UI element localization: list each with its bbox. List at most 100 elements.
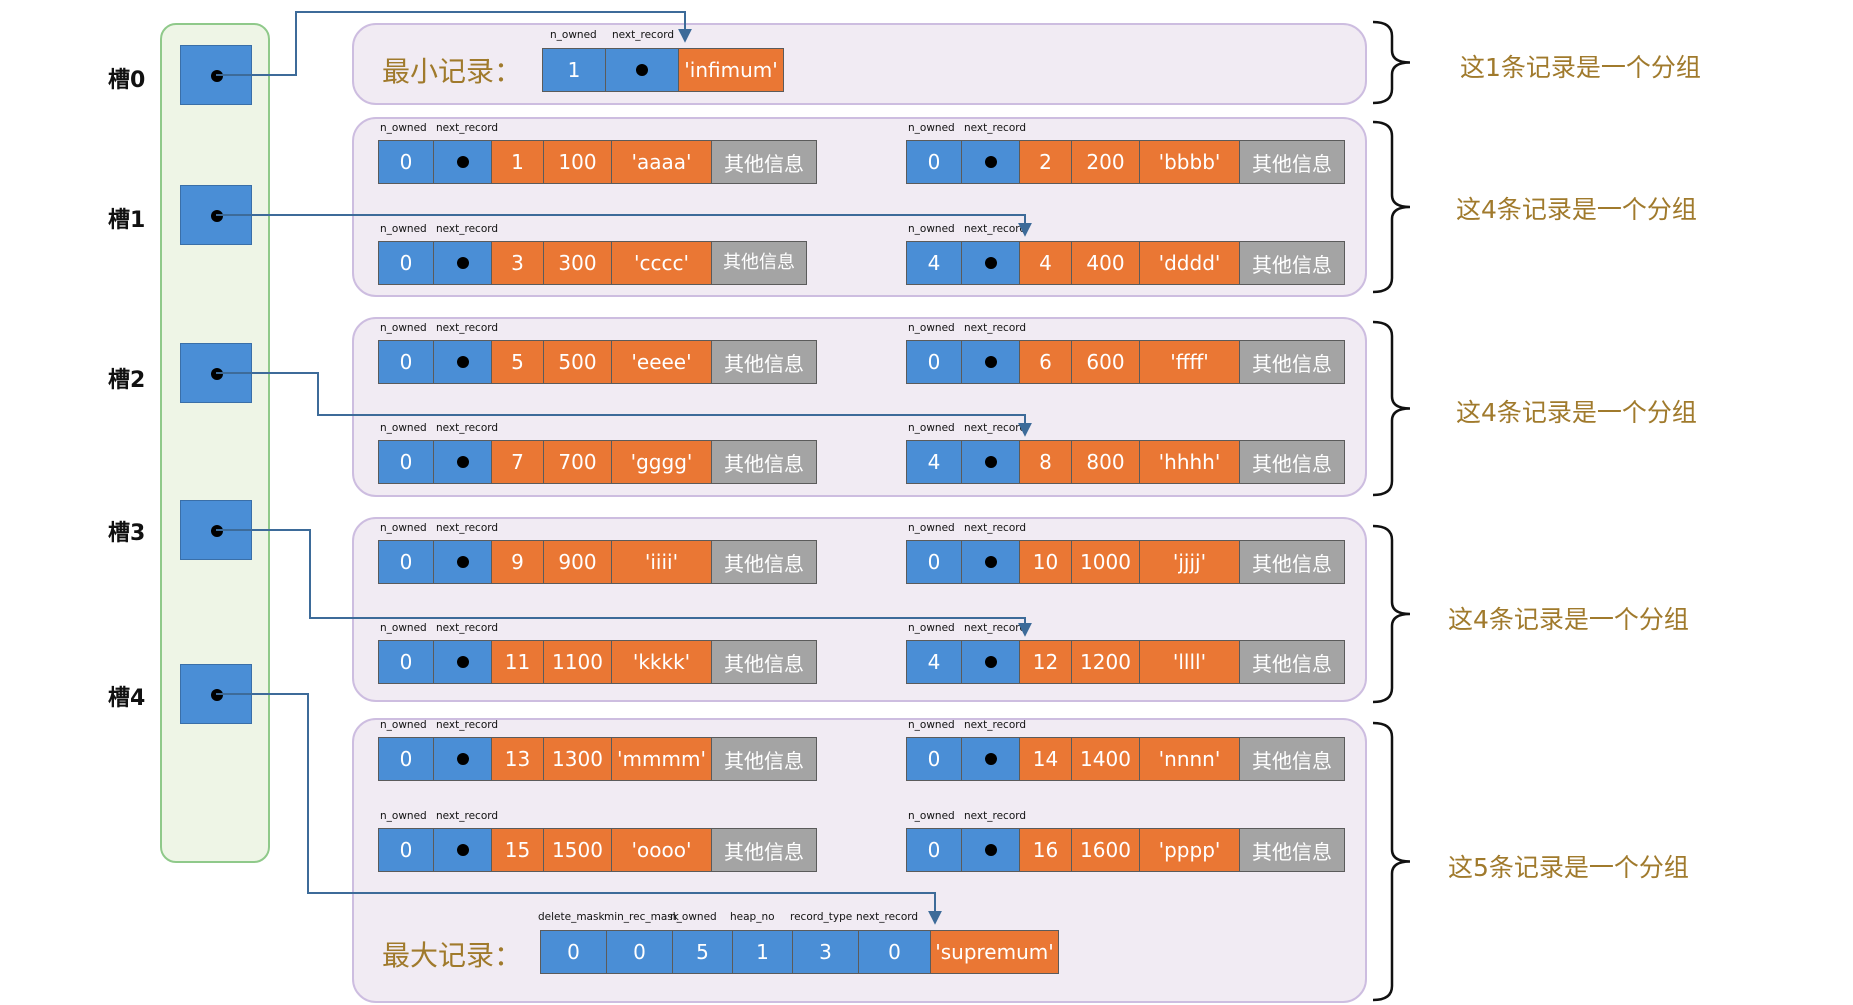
pointer-dot bbox=[456, 753, 469, 765]
field-label-next-record: next_record bbox=[436, 422, 499, 434]
value-cell: 1300 bbox=[543, 737, 612, 781]
name-cell: 'ffff' bbox=[1139, 340, 1240, 384]
other-info-cell: 其他信息 bbox=[1239, 440, 1345, 484]
next-record-cell bbox=[433, 828, 492, 872]
field-label-min-rec-mask: min_rec_mask bbox=[604, 911, 679, 923]
n-owned-cell: 0 bbox=[906, 737, 962, 781]
pointer-dot bbox=[456, 844, 469, 856]
name-cell: 'llll' bbox=[1139, 640, 1240, 684]
field-label-heap-no: heap_no bbox=[730, 911, 775, 923]
infimum-next-record-cell bbox=[605, 48, 679, 92]
other-info-cell: 其他信息 bbox=[711, 540, 817, 584]
other-info-cell: 其他信息 bbox=[711, 640, 817, 684]
field-label-n-owned: n_owned bbox=[550, 29, 597, 41]
supremum-record-type-cell: 3 bbox=[792, 930, 859, 974]
value-cell: 1000 bbox=[1071, 540, 1140, 584]
n-owned-cell: 0 bbox=[378, 737, 434, 781]
group-brace-0 bbox=[1372, 20, 1411, 105]
other-info-cell: 其他信息 bbox=[1239, 340, 1345, 384]
field-label-next-record: next_record bbox=[436, 122, 499, 134]
field-label-next-record: next_record bbox=[436, 322, 499, 334]
id-cell: 16 bbox=[1019, 828, 1072, 872]
field-label-n-owned: n_owned bbox=[908, 810, 955, 822]
value-cell: 300 bbox=[543, 241, 612, 285]
value-cell: 1100 bbox=[543, 640, 612, 684]
value-cell: 1600 bbox=[1071, 828, 1140, 872]
other-info-cell: 其他信息 bbox=[711, 440, 817, 484]
field-label-next-record: next_record bbox=[964, 719, 1027, 731]
field-label-n-owned: n_owned bbox=[908, 719, 955, 731]
n-owned-cell: 4 bbox=[906, 440, 962, 484]
value-cell: 400 bbox=[1071, 241, 1140, 285]
other-info-cell: 其他信息 bbox=[1239, 828, 1345, 872]
name-cell: 'oooo' bbox=[611, 828, 712, 872]
name-cell: 'pppp' bbox=[1139, 828, 1240, 872]
pointer-dot bbox=[456, 156, 469, 168]
group-brace-4 bbox=[1372, 721, 1411, 1002]
pointer-dot bbox=[636, 64, 648, 76]
next-record-cell bbox=[961, 440, 1020, 484]
name-cell: 'hhhh' bbox=[1139, 440, 1240, 484]
slot-label: 槽0 bbox=[108, 68, 146, 93]
id-cell: 8 bbox=[1019, 440, 1072, 484]
field-label-next-record: next_record bbox=[436, 223, 499, 235]
slot-label: 槽1 bbox=[108, 208, 146, 233]
supremum-name-cell: 'supremum' bbox=[930, 930, 1059, 974]
field-label-next-record: next_record bbox=[856, 911, 919, 923]
next-record-cell bbox=[961, 340, 1020, 384]
pointer-dot bbox=[984, 656, 997, 668]
field-label-n-owned: n_owned bbox=[380, 719, 427, 731]
other-info-cell: 其他信息 bbox=[1239, 140, 1345, 184]
name-cell: 'eeee' bbox=[611, 340, 712, 384]
pointer-dot bbox=[456, 556, 469, 568]
next-record-cell bbox=[433, 737, 492, 781]
next-record-cell bbox=[961, 140, 1020, 184]
id-cell: 5 bbox=[491, 340, 544, 384]
field-label-n-owned: n_owned bbox=[908, 122, 955, 134]
n-owned-cell: 0 bbox=[378, 828, 434, 872]
other-info-cell: 其他信息 bbox=[1239, 241, 1345, 285]
field-label-delete-mask: delete_mask bbox=[538, 911, 605, 923]
pointer-dot bbox=[456, 356, 469, 368]
next-record-cell bbox=[433, 140, 492, 184]
value-cell: 1400 bbox=[1071, 737, 1140, 781]
n-owned-cell: 0 bbox=[378, 440, 434, 484]
n-owned-cell: 0 bbox=[378, 340, 434, 384]
id-cell: 11 bbox=[491, 640, 544, 684]
other-info-cell: 其他信息 bbox=[1239, 640, 1345, 684]
n-owned-cell: 0 bbox=[378, 241, 434, 285]
id-cell: 13 bbox=[491, 737, 544, 781]
n-owned-cell: 0 bbox=[378, 540, 434, 584]
supremum-min-rec-mask-cell: 0 bbox=[606, 930, 673, 974]
group-caption-0: 这1条记录是一个分组 bbox=[1460, 53, 1701, 82]
id-cell: 12 bbox=[1019, 640, 1072, 684]
field-label-next-record: next_record bbox=[964, 522, 1027, 534]
id-cell: 3 bbox=[491, 241, 544, 285]
value-cell: 500 bbox=[543, 340, 612, 384]
other-info-cell: 其他信息 bbox=[711, 340, 817, 384]
slot-1-pointer-arrow bbox=[216, 214, 1032, 237]
slot-0-pointer-arrow bbox=[216, 11, 692, 76]
pointer-dot bbox=[984, 556, 997, 568]
id-cell: 10 bbox=[1019, 540, 1072, 584]
group-panel-0 bbox=[352, 23, 1367, 105]
infimum-label: 最小记录： bbox=[382, 55, 523, 88]
other-info-cell: 其他信息 bbox=[1239, 737, 1345, 781]
pointer-dot bbox=[984, 356, 997, 368]
field-label-next-record: next_record bbox=[964, 223, 1027, 235]
infimum-name-cell: 'infimum' bbox=[678, 48, 784, 92]
name-cell: 'cccc' bbox=[611, 241, 712, 285]
value-cell: 1500 bbox=[543, 828, 612, 872]
group-caption-3: 这4条记录是一个分组 bbox=[1448, 605, 1689, 634]
field-label-next-record: next_record bbox=[964, 810, 1027, 822]
field-label-next-record: next_record bbox=[612, 29, 675, 41]
value-cell: 600 bbox=[1071, 340, 1140, 384]
infimum-n-owned-cell: 1 bbox=[542, 48, 606, 92]
slot-label: 槽2 bbox=[108, 368, 146, 393]
field-label-n-owned: n_owned bbox=[380, 622, 427, 634]
group-brace-2 bbox=[1372, 320, 1411, 497]
n-owned-cell: 0 bbox=[906, 140, 962, 184]
supremum-heap-no-cell: 1 bbox=[732, 930, 793, 974]
